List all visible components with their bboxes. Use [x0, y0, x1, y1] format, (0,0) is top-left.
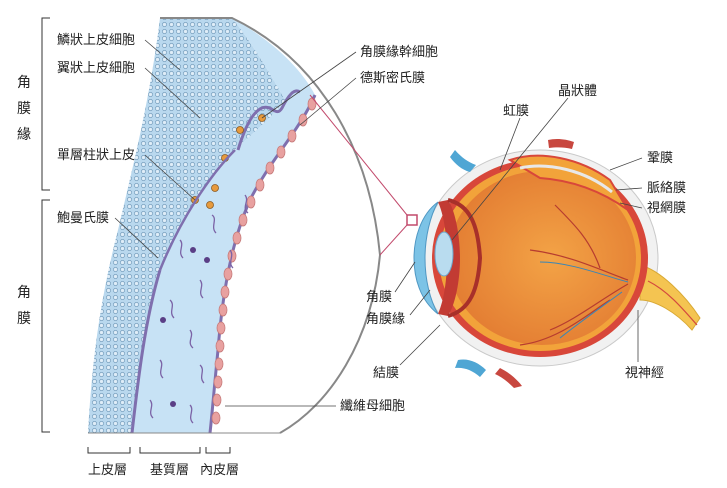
- limbus-bracket: [41, 17, 50, 191]
- muscle-top: [450, 150, 476, 172]
- label-limbus: 角膜緣: [366, 312, 406, 327]
- vitreous-body: [448, 171, 636, 345]
- zoom-line-top: [309, 94, 408, 216]
- fibroblast-cells: [160, 247, 210, 407]
- eyeball: [413, 138, 701, 388]
- label-conjunctiva: 結膜: [373, 366, 400, 381]
- label-bowman-membrane: 鮑曼氏膜: [57, 211, 110, 226]
- label-choroid: 脈絡膜: [647, 181, 687, 196]
- label-descemet-membrane: 德斯密氏膜: [360, 71, 426, 86]
- corneal-inset: [88, 18, 317, 433]
- label-wing-epithelial: 翼狀上皮細胞: [57, 61, 136, 76]
- optic-nerve-shape: [639, 264, 701, 331]
- limbus-side-label: 角膜緣: [17, 75, 31, 143]
- layer-brackets: [87, 447, 231, 454]
- label-epithelium: 上皮層: [88, 463, 128, 478]
- zoom-line-bottom: [379, 224, 408, 256]
- cornea-bracket: [41, 199, 50, 433]
- endothelium-layer: [211, 97, 317, 425]
- zoom-box: [406, 214, 418, 226]
- label-iris: 虹膜: [503, 104, 530, 119]
- label-fibroblast: 纖維母細胞: [340, 399, 406, 414]
- bowman-membrane-line: [130, 269, 162, 433]
- muscle-top-red: [548, 138, 574, 149]
- stroma-layer: [132, 18, 315, 433]
- muscle-bottom: [455, 359, 486, 377]
- label-optic-nerve: 視神經: [625, 366, 665, 381]
- label-retina: 視網膜: [647, 201, 687, 216]
- retinal-vessels: [519, 204, 629, 346]
- label-stroma: 基質層: [150, 463, 190, 478]
- leader-lines: [114, 39, 643, 407]
- label-lens: 晶狀體: [558, 84, 598, 99]
- label-limbal-stem-cells: 角膜緣幹細胞: [360, 45, 439, 60]
- label-cornea: 角膜: [366, 290, 393, 305]
- lens-shape: [434, 231, 454, 277]
- stroma-fibers: [149, 194, 249, 424]
- inset-outline: [160, 17, 382, 434]
- cutaway-wedge: [507, 154, 629, 211]
- label-endothelium: 內皮層: [200, 463, 240, 478]
- muscle-bottom-red: [495, 368, 522, 388]
- label-sclera: 鞏膜: [647, 151, 674, 166]
- label-squamous-epithelial: 鱗狀上皮細胞: [57, 33, 136, 48]
- cornea-side-label: 角膜: [17, 285, 31, 327]
- cornea-shape: [413, 201, 439, 315]
- label-columnar-epithelium: 單層柱狀上皮: [57, 148, 136, 163]
